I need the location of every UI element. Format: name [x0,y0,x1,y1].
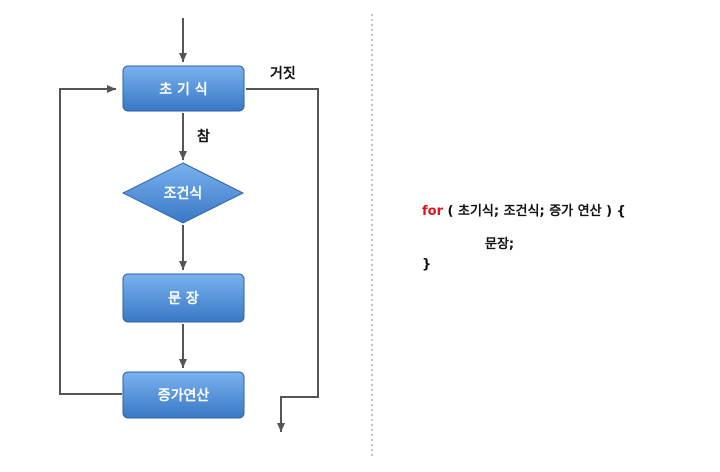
statement-label: 문 장 [168,290,199,307]
init-node: 초 기 식 [122,65,245,112]
true-label: 참 [197,129,210,145]
code-line-close: } [422,257,432,272]
code-line-body: 문장; [485,237,515,252]
increment-label: 증가연산 [158,387,210,404]
condition-label: 조건식 [164,185,203,202]
false-label: 거짓 [270,65,296,82]
code-keyword-for: for [422,204,443,219]
increment-node: 증가연산 [122,371,245,419]
code-line-header: for ( 초기식; 조건식; 증가 연산 ) { [422,200,626,219]
statement-node: 문 장 [122,273,245,323]
condition-node: 조건식 [121,162,245,224]
false-exit-arrow [246,88,319,432]
init-label: 초 기 식 [159,82,207,98]
loop-back-arrow [59,85,122,395]
code-header-rest: ( 초기식; 조건식; 증가 연산 ) { [443,204,626,219]
